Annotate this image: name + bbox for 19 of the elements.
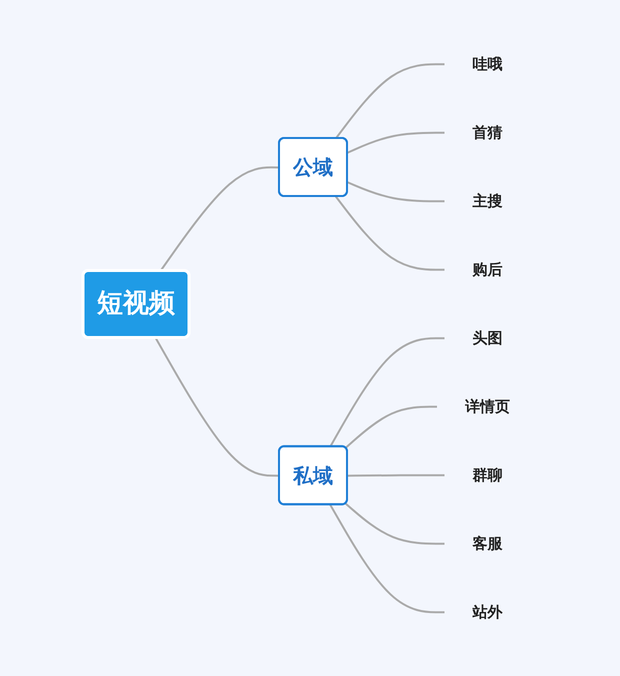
connector: [344, 502, 444, 544]
connector: [346, 132, 444, 154]
node-text: 头图: [472, 328, 502, 347]
node-text: 购后: [472, 260, 502, 278]
connector: [334, 196, 444, 270]
connector: [328, 337, 444, 447]
connector: [346, 474, 444, 476]
node-text: 哇哦: [472, 54, 502, 73]
node-text: 主搜: [472, 192, 502, 210]
connector: [346, 181, 444, 202]
connector: [154, 337, 279, 476]
node-text: 群聊: [472, 466, 502, 484]
connector: [334, 63, 444, 139]
connector: [344, 406, 436, 448]
node-text: 客服: [472, 534, 502, 552]
connector: [159, 166, 280, 272]
connector: [328, 504, 444, 613]
node-text: 首猜: [472, 123, 502, 142]
node-text: 详情页: [464, 397, 510, 416]
